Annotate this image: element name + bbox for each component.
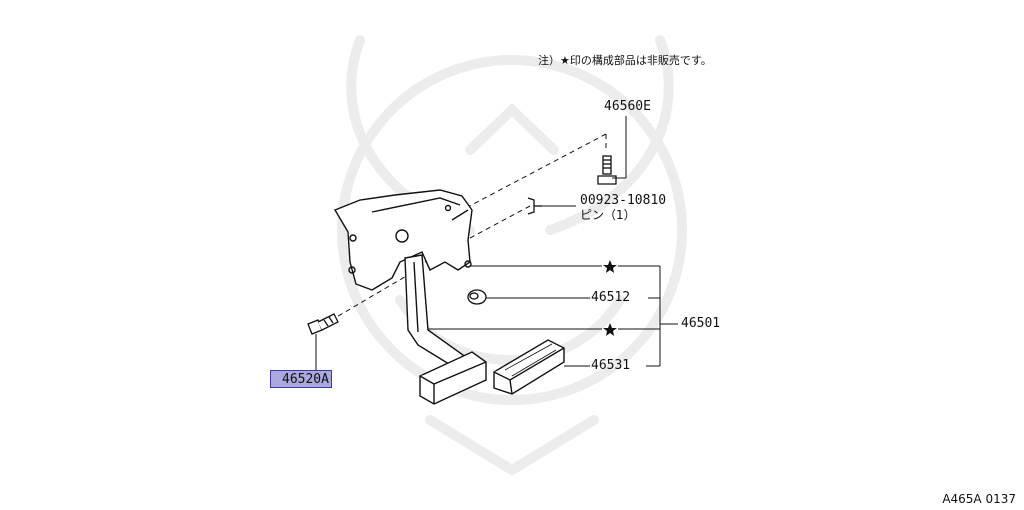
diagram-reference: A465A 0137 — [942, 492, 1016, 506]
bolt-bottom-icon — [307, 313, 339, 335]
bushing-icon — [467, 289, 487, 305]
bolt-icon — [597, 155, 617, 185]
highlight-box — [270, 370, 332, 388]
pedal-bracket — [333, 189, 473, 291]
part-label-00923-10810[interactable]: 00923-10810 — [580, 193, 667, 208]
part-label-46560e[interactable]: 46560E — [604, 99, 651, 114]
star-marker — [603, 260, 617, 336]
part-label-46520a[interactable]: 46520A — [282, 372, 329, 387]
part-desc-pin: ピン（1） — [580, 208, 636, 222]
part-label-46501[interactable]: 46501 — [681, 316, 721, 331]
part-label-46512[interactable]: 46512 — [591, 290, 631, 305]
leader-lines — [315, 116, 678, 370]
non-sale-note: 注）★印の構成部品は非販売です。 — [538, 54, 712, 67]
pin-icon — [527, 197, 542, 215]
pedal-arm — [404, 254, 471, 373]
part-label-46531[interactable]: 46531 — [591, 358, 631, 373]
pedal-pad-rubber — [493, 339, 565, 395]
pedal-pad-left — [419, 351, 487, 405]
